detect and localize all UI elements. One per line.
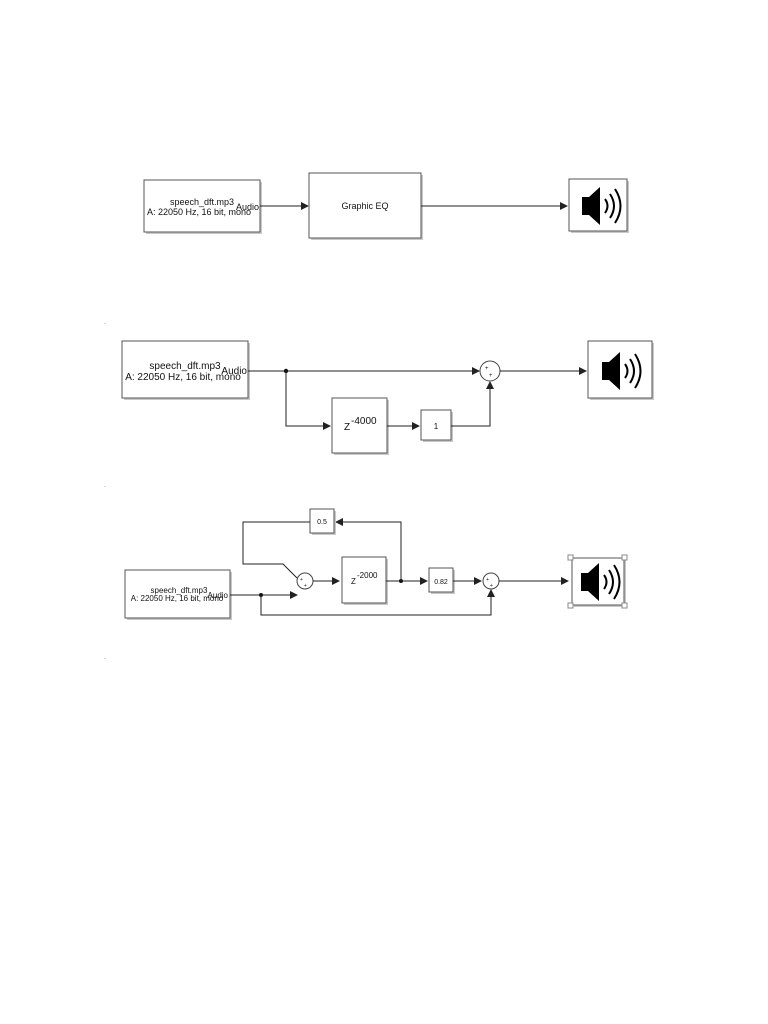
sum-sign-1: + xyxy=(485,366,489,372)
selection-handle[interactable] xyxy=(621,554,628,561)
sum-block-2[interactable]: + + xyxy=(482,572,500,590)
speaker-block[interactable] xyxy=(567,554,628,609)
sum2-sign-1: + xyxy=(486,577,489,583)
feed-line xyxy=(451,381,494,427)
branch-line xyxy=(285,371,331,430)
speaker-block[interactable] xyxy=(568,178,629,233)
sum-block-1[interactable]: + + xyxy=(296,572,314,590)
source-info: A: 22050 Hz, 16 bit, mono xyxy=(131,594,224,603)
selection-handle[interactable] xyxy=(567,554,574,561)
diagram-2: speech_dft.mp3 A: 22050 Hz, 16 bit, mono… xyxy=(121,340,654,455)
audio-source-block[interactable]: speech_dft.mp3 A: 22050 Hz, 16 bit, mono… xyxy=(143,179,262,234)
page-mark: - xyxy=(104,321,106,327)
graphic-eq-label: Graphic EQ xyxy=(341,201,388,211)
source-info: A: 22050 Hz, 16 bit, mono xyxy=(147,207,251,217)
delay-base: Z xyxy=(344,422,350,433)
source-filename: speech_dft.mp3 xyxy=(149,361,221,372)
sum1-sign-1: + xyxy=(300,577,303,583)
delay-base: Z xyxy=(351,577,356,586)
sum-block[interactable]: + + xyxy=(479,360,501,382)
speaker-block[interactable] xyxy=(587,340,654,400)
sum-sign-2: + xyxy=(489,373,493,379)
feedback-line xyxy=(335,518,402,581)
audio-source-block[interactable]: speech_dft.mp3 A: 22050 Hz, 16 bit, mono… xyxy=(121,340,250,400)
source-port-label: Audio xyxy=(221,366,247,377)
sum1-sign-2: + xyxy=(304,583,307,589)
source-filename: speech_dft.mp3 xyxy=(170,197,234,207)
page-mark: - xyxy=(104,656,106,662)
diagram-3: speech_dft.mp3 A: 22050 Hz, 16 bit, mono… xyxy=(124,508,628,620)
audio-source-block[interactable]: speech_dft.mp3 A: 22050 Hz, 16 bit, mono… xyxy=(124,569,232,620)
delay-exponent: -2000 xyxy=(357,571,378,580)
gain-block[interactable]: 0.82 xyxy=(428,567,455,594)
delay-block[interactable]: Z -2000 xyxy=(341,556,388,605)
delay-exponent: -4000 xyxy=(351,416,377,427)
graphic-eq-block[interactable]: Graphic EQ xyxy=(308,172,423,240)
source-port-label: Audio xyxy=(208,591,229,600)
source-port-label: Audio xyxy=(236,202,259,212)
sum2-sign-2: + xyxy=(490,583,493,589)
gain-block[interactable]: 1 xyxy=(420,409,453,442)
delay-block[interactable]: Z -4000 xyxy=(331,397,389,455)
feedback-gain-block[interactable]: 0.5 xyxy=(309,508,336,535)
gain-value: 0.82 xyxy=(434,579,448,586)
feedback-gain-value: 0.5 xyxy=(317,519,327,526)
page-mark: - xyxy=(104,484,106,490)
source-filename: speech_dft.mp3 xyxy=(151,586,208,595)
source-info: A: 22050 Hz, 16 bit, mono xyxy=(125,372,241,383)
diagram-1: speech_dft.mp3 A: 22050 Hz, 16 bit, mono… xyxy=(143,172,629,240)
gain-value: 1 xyxy=(434,422,439,431)
bypass-line xyxy=(260,589,495,616)
feedback-return-line xyxy=(242,521,310,579)
selection-handle[interactable] xyxy=(621,602,628,609)
selection-handle[interactable] xyxy=(567,602,574,609)
